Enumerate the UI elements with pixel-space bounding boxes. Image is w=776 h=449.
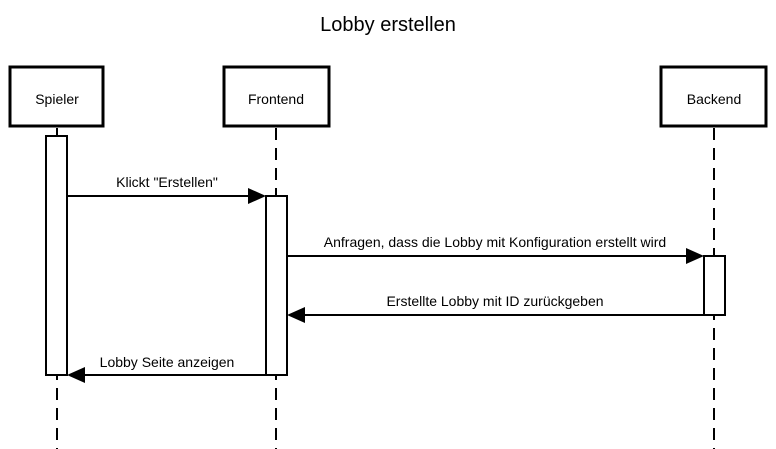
actor-box-spieler [8, 65, 105, 128]
actor-label-backend: Backend [687, 91, 741, 107]
message-2-arrowhead [686, 248, 704, 264]
message-4: Lobby Seite anzeigen [67, 354, 266, 383]
message-2: Anfragen, dass die Lobby mit Konfigurati… [287, 234, 704, 264]
diagram-title: Lobby erstellen [320, 14, 456, 36]
message-2-label: Anfragen, dass die Lobby mit Konfigurati… [324, 234, 666, 250]
activation-spieler [45, 135, 68, 376]
actor-backend: Backend [659, 65, 768, 128]
actor-label-spieler: Spieler [35, 91, 79, 107]
message-1: Klickt "Erstellen" [67, 174, 266, 204]
message-3-arrowhead [287, 307, 305, 323]
message-3-label: Erstellte Lobby mit ID zurückgeben [386, 293, 603, 309]
message-1-arrowhead [248, 188, 266, 204]
actor-spieler: Spieler [8, 65, 105, 128]
message-4-label: Lobby Seite anzeigen [100, 354, 235, 370]
actor-label-frontend: Frontend [248, 91, 304, 107]
actor-box-backend [659, 65, 768, 128]
activation-frontend [265, 195, 288, 376]
actor-frontend: Frontend [222, 65, 331, 128]
message-4-arrowhead [67, 367, 85, 383]
activation-backend [703, 255, 726, 316]
actor-box-frontend [222, 65, 331, 128]
message-1-label: Klickt "Erstellen" [116, 174, 218, 190]
message-3: Erstellte Lobby mit ID zurückgeben [287, 293, 704, 323]
